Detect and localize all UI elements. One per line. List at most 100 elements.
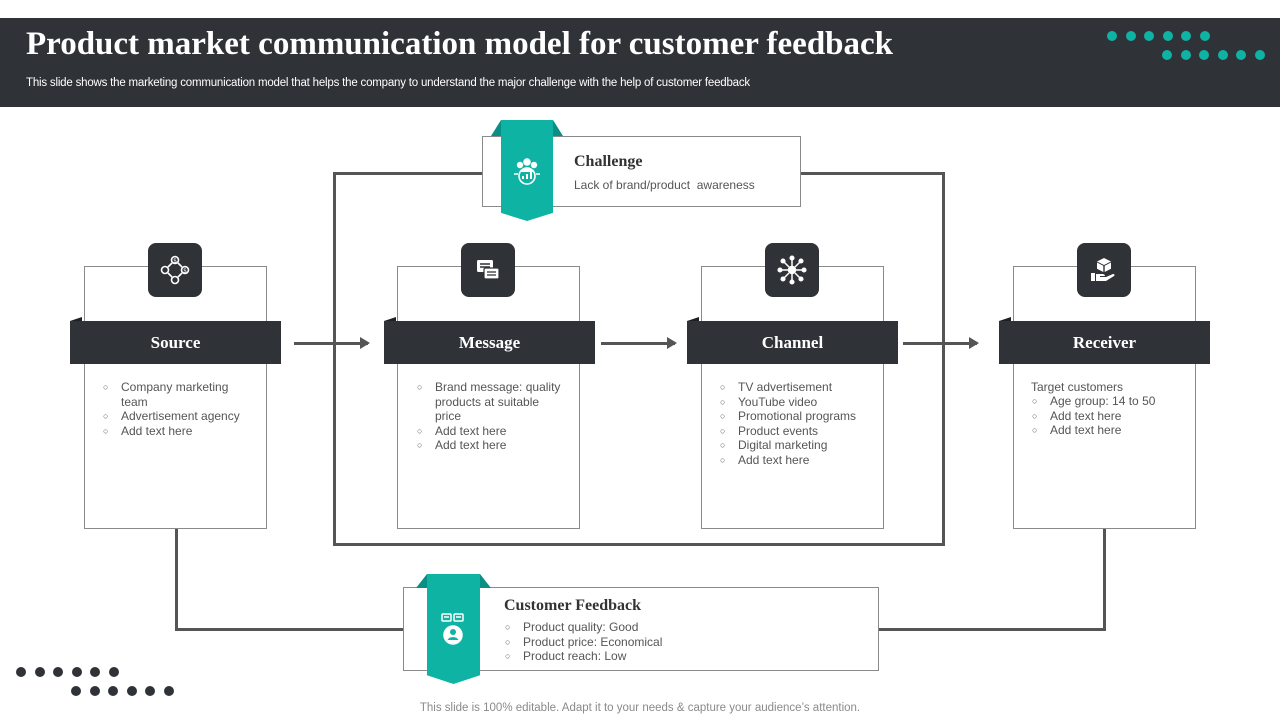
stage-icon-box-message <box>461 243 515 297</box>
decor-dots-bottom-row2 <box>71 686 174 696</box>
feedback-line-left-vertical <box>175 529 178 631</box>
header-bar: Product market communication model for c… <box>0 18 1280 107</box>
frame-top-left-line <box>333 172 483 175</box>
stage-list-source: Company marketing team Advertisement age… <box>103 380 253 438</box>
list-item: Product reach: Low <box>505 649 805 664</box>
network-hub-icon <box>777 255 807 285</box>
decor-dot <box>1199 50 1209 60</box>
stage-label-channel: Channel <box>761 332 824 352</box>
decor-dot <box>1125 31 1136 41</box>
feedback-line-right-vertical <box>1103 529 1106 631</box>
decor-dot <box>1107 31 1117 41</box>
decor-dot <box>108 686 118 696</box>
band-fold-message <box>384 317 396 321</box>
challenge-tab <box>501 120 553 221</box>
stage-list-channel: TV advertisement YouTube video Promotion… <box>720 380 870 467</box>
arrow-source-to-message <box>294 337 370 349</box>
stage-label-source: Source <box>150 332 201 352</box>
list-item: Add text here <box>720 453 870 468</box>
decor-dot <box>71 667 82 677</box>
list-item: Product quality: Good <box>505 620 805 635</box>
band-fold-source <box>70 317 82 321</box>
stage-band-channel: Channel <box>687 321 898 364</box>
decor-dot <box>126 686 137 696</box>
feedback-list: Product quality: Good Product price: Eco… <box>505 620 805 664</box>
decor-dot <box>1254 50 1265 60</box>
feedback-tab-fold-left <box>416 574 427 588</box>
decor-dot <box>1180 50 1191 60</box>
list-item: YouTube video <box>720 395 870 410</box>
receiver-intro: Target customers <box>1031 380 1124 394</box>
decor-dot <box>1199 31 1210 41</box>
decor-dot <box>1217 50 1228 60</box>
decor-dot <box>90 667 100 677</box>
hand-box-icon <box>1091 258 1115 281</box>
feedback-title: Customer Feedback <box>504 597 642 614</box>
frame-bottom-line <box>333 543 945 546</box>
list-item: TV advertisement <box>720 380 870 395</box>
feedback-tab-fold-right <box>480 574 491 588</box>
feedback-tab <box>427 574 480 684</box>
list-item: Add text here <box>103 424 253 439</box>
frame-right-line <box>942 172 945 546</box>
decor-dots-top-row1 <box>1107 31 1210 41</box>
list-item: Digital marketing <box>720 438 870 453</box>
page-subtitle: This slide shows the marketing communica… <box>26 77 750 89</box>
stage-label-receiver: Receiver <box>1072 332 1137 352</box>
decor-dot <box>1181 31 1191 41</box>
decor-dot <box>71 686 81 696</box>
decor-dots-bottom-row1 <box>16 667 119 677</box>
arrow-message-to-channel <box>601 337 677 349</box>
frame-left-line <box>333 172 336 546</box>
band-fold-receiver <box>999 317 1011 321</box>
list-item: Add text here <box>1032 423 1182 438</box>
svg-text:$: $ <box>183 268 187 275</box>
challenge-tab-fold-top <box>491 120 501 136</box>
decor-dot <box>163 686 174 696</box>
stage-list-message: Brand message: quality products at suita… <box>417 380 562 453</box>
feedback-line-left-horizontal <box>175 628 405 631</box>
challenge-title: Challenge <box>574 153 643 170</box>
list-item: Advertisement agency <box>103 409 253 424</box>
stage-band-receiver: Receiver <box>999 321 1210 364</box>
svg-text:$: $ <box>173 258 177 265</box>
list-item: Age group: 14 to 50 <box>1032 394 1182 409</box>
list-item: Company marketing team <box>103 380 253 409</box>
stage-band-message: Message <box>384 321 595 364</box>
stage-label-message: Message <box>458 332 521 352</box>
stage-band-source: Source <box>70 321 281 364</box>
feedback-callout: Customer Feedback Product quality: Good … <box>403 587 879 671</box>
challenge-tab-fold-top-right <box>553 120 563 136</box>
frame-top-right-line <box>800 172 945 175</box>
list-item: Product price: Economical <box>505 635 805 650</box>
decor-dot <box>1236 50 1246 60</box>
decor-dot <box>1162 31 1173 41</box>
feedback-line-right-horizontal <box>878 628 1106 631</box>
decor-dot <box>89 686 100 696</box>
stage-list-receiver: Age group: 14 to 50 Add text here Add te… <box>1032 394 1182 438</box>
decor-dot <box>1144 31 1154 41</box>
list-item: Add text here <box>417 424 562 439</box>
band-fold-channel <box>687 317 699 321</box>
decor-dot <box>34 667 45 677</box>
stage-icon-box-receiver <box>1077 243 1131 297</box>
list-item: Add text here <box>417 438 562 453</box>
money-network-icon: $ $ <box>160 255 190 285</box>
list-item: Promotional programs <box>720 409 870 424</box>
decor-dot <box>53 667 63 677</box>
decor-dots-top-row2 <box>1162 50 1265 60</box>
stage-icon-box-channel <box>765 243 819 297</box>
user-feedback-icon <box>440 613 464 645</box>
list-item: Brand message: quality products at suita… <box>417 380 562 424</box>
page-title: Product market communication model for c… <box>26 26 894 62</box>
list-item: Product events <box>720 424 870 439</box>
arrow-channel-to-receiver <box>903 337 979 349</box>
chat-messages-icon <box>477 260 500 280</box>
decor-dot <box>145 686 155 696</box>
decor-dot <box>1162 50 1172 60</box>
decor-dot <box>16 667 26 677</box>
footer-note: This slide is 100% editable. Adapt it to… <box>419 702 861 714</box>
decor-dot <box>108 667 119 677</box>
team-growth-icon <box>514 157 540 185</box>
stage-icon-box-source: $ $ <box>148 243 202 297</box>
